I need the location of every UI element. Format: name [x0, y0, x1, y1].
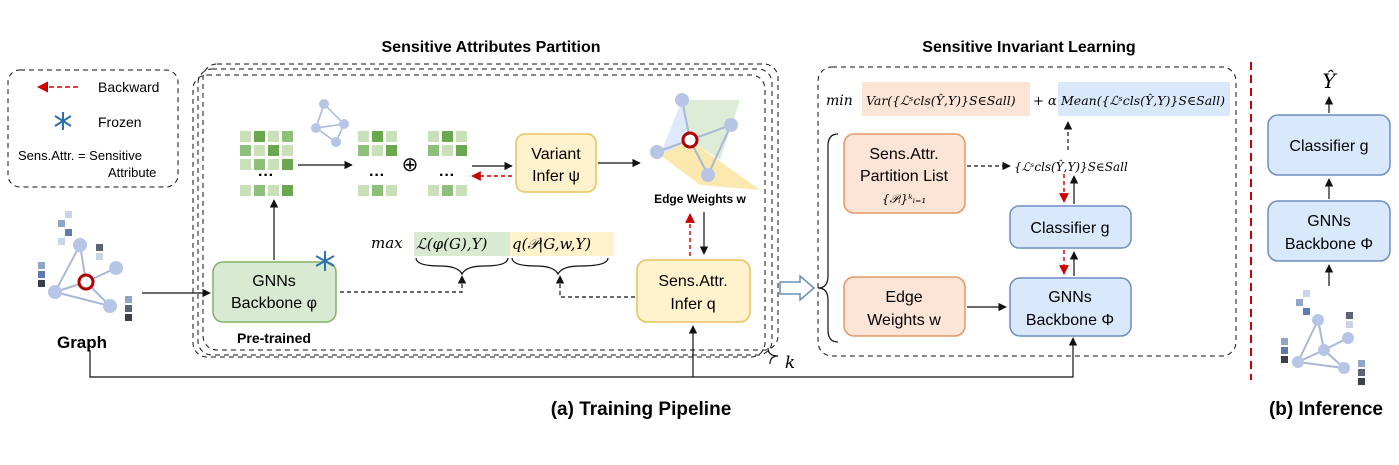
sens-attr-infer-box: [636, 259, 751, 323]
aggregated-embedding-grid: [358, 131, 397, 196]
embedding-row: [240, 185, 251, 196]
input-graph-icon: [38, 211, 132, 321]
loss-term-highlight: [414, 232, 510, 256]
edge-weights-label: Edge Weights w: [654, 192, 746, 206]
gnn-backbone-phi-box: [212, 261, 337, 323]
embedding-ellipsis: ···: [258, 167, 274, 184]
node-embedding-grid: [240, 131, 293, 170]
aggregated-ellipsis: ···: [369, 167, 385, 184]
pretrained-label: Pre-trained: [237, 330, 311, 346]
var-term-highlight: [862, 82, 1030, 116]
partition-list-line2: Partition List: [860, 168, 949, 185]
partition-list-formula: {𝒫ᵢ}ᵏᵢ₌₁: [882, 192, 926, 206]
sil-container: [817, 66, 1237, 357]
classifier-g-box: [1009, 205, 1132, 249]
sap-stack-back-1: [197, 68, 773, 356]
var-term: Var({ℒˢcls(Ŷ,Y)}S∈Sall): [866, 93, 1016, 108]
gnn-backbone-Phi-line1: GNNs: [1048, 289, 1092, 306]
loss-underbrace: [415, 257, 509, 276]
q-term-highlight: [510, 232, 614, 256]
plus-alpha: + α: [1033, 94, 1057, 109]
sap-stack-back-2: [202, 63, 779, 351]
variant-infer-line1: Variant: [531, 146, 581, 163]
edge-weights-box: [843, 276, 966, 337]
partition-transfer-arrow: [779, 274, 816, 302]
inference-backbone-box: [1267, 200, 1391, 262]
frozen-label: Frozen: [98, 114, 142, 130]
q-term: q(𝒫|G,w,Y): [512, 235, 591, 253]
partition-list-line1: Sens.Attr.: [869, 146, 938, 163]
repeat-brace: [767, 347, 779, 365]
prediction-label: Ŷ: [1322, 69, 1337, 93]
edge-weights-line1: Edge: [885, 289, 922, 306]
classifier-g-label: Classifier g: [1030, 220, 1109, 237]
edge-weights-line2: Weights w: [867, 312, 941, 329]
mean-term-highlight: [1058, 82, 1230, 116]
loss-term: ℒ(φ(G),Y): [416, 235, 488, 253]
sens-attr-def: Sens.Attr. = Sensitive: [18, 148, 142, 163]
inference-caption: (b) Inference: [1269, 399, 1383, 420]
gnn-backbone-Phi-line2: Backbone Φ: [1026, 312, 1114, 329]
repeat-k-label: k: [785, 353, 795, 373]
sens-attr-infer-line1: Sens.Attr.: [658, 273, 727, 290]
backbone-to-loss-dashed-arrow: [340, 275, 467, 293]
inference-classifier-box: [1267, 114, 1391, 176]
variant-infer-box: [515, 133, 597, 193]
embedding-row: [254, 185, 265, 196]
edge-embedding-grid: [428, 131, 467, 196]
small-graph-icon: [311, 99, 349, 147]
gnn-backbone-phi-line2: Backbone φ: [231, 295, 317, 312]
inference-backbone-line1: GNNs: [1307, 213, 1351, 230]
partition-list-box: [843, 133, 966, 214]
graph-label: Graph: [57, 333, 107, 352]
min-operator: min: [826, 93, 853, 109]
snowflake-icon: [315, 251, 335, 271]
sap-container: [192, 74, 766, 358]
infer-to-q-dashed-arrow: [555, 275, 635, 298]
embedding-row: [268, 185, 279, 196]
sens-attr-infer-line2: Infer q: [670, 296, 715, 313]
legend-box: [7, 69, 179, 188]
max-operator: max: [371, 234, 403, 252]
sens-attr-def-2: Attribute: [108, 165, 156, 180]
q-underbrace: [511, 257, 609, 276]
embedding-row: [282, 185, 293, 196]
training-caption: (a) Training Pipeline: [551, 399, 732, 420]
graph-bottom-path-arrow: [89, 337, 1078, 378]
edge-embedding-ellipsis: ···: [439, 167, 455, 184]
sap-title: Sensitive Attributes Partition: [382, 39, 601, 56]
inference-backbone-line2: Backbone Φ: [1285, 236, 1373, 253]
loss-set-term: {ℒˢcls(Ŷ,Y)}S∈Sall: [1014, 159, 1128, 174]
sil-input-brace: [817, 133, 839, 343]
variant-infer-line2: Infer ψ: [532, 168, 580, 185]
snowflake-icon: [54, 112, 72, 130]
gnn-backbone-Phi-box: [1009, 277, 1132, 337]
gnn-backbone-phi-line1: GNNs: [252, 273, 296, 290]
backward-label: Backward: [98, 79, 159, 95]
concat-operator: ⊕: [402, 154, 419, 176]
mean-term: Mean({ℒˢcls(Ŷ,Y)}S∈Sall): [1060, 93, 1225, 108]
sil-title: Sensitive Invariant Learning: [922, 39, 1135, 56]
edge-weight-graph-icon: [650, 93, 760, 190]
inference-classifier-label: Classifier g: [1289, 138, 1368, 155]
inference-graph-icon: [1281, 290, 1365, 385]
